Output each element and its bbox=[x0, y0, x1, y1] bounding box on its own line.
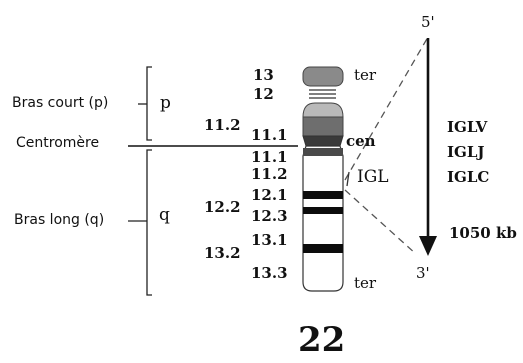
band-label-q12-3: 12.3 bbox=[251, 207, 288, 225]
band-label-q13-3: 13.3 bbox=[251, 264, 288, 282]
band-label-12: 12 bbox=[253, 85, 274, 103]
band-q12-3-dark bbox=[303, 207, 343, 214]
q-arm-symbol: q bbox=[159, 205, 170, 225]
centromere-marker-label: cen bbox=[346, 132, 376, 150]
five-prime-label: 5' bbox=[421, 13, 435, 31]
band-p11-2 bbox=[302, 102, 344, 118]
telomere-top-label: ter bbox=[354, 66, 377, 84]
band-label-q13-2: 13.2 bbox=[204, 244, 241, 262]
centromere-label: Centromère bbox=[16, 135, 100, 151]
q-arm-outline bbox=[302, 145, 344, 292]
band-label-q11-1: 11.1 bbox=[251, 148, 288, 166]
band-p13 bbox=[302, 66, 344, 87]
band-label-q12-1: 12.1 bbox=[251, 186, 288, 204]
band-q11-1 bbox=[303, 148, 343, 156]
band-label-q12-2: 12.2 bbox=[204, 198, 241, 216]
gene-segment-igl-v: IGLV bbox=[447, 118, 488, 136]
projection-bottom bbox=[344, 189, 417, 255]
band-label-q11-2: 11.2 bbox=[251, 165, 288, 183]
band-q12-2 bbox=[303, 191, 343, 199]
band-label-q13-1: 13.1 bbox=[251, 231, 288, 249]
long-arm-label: Bras long (q) bbox=[14, 212, 105, 228]
igl-locus-label: IGL bbox=[357, 167, 389, 187]
short-arm-label: Bras court (p) bbox=[12, 95, 109, 111]
centromere-constriction bbox=[302, 135, 344, 147]
igl-locus-tick bbox=[346, 171, 350, 187]
gene-segment-igl-j: IGLJ bbox=[447, 143, 485, 161]
chromosome-number: 22 bbox=[298, 320, 346, 360]
projection-top bbox=[344, 36, 429, 181]
orientation-arrowhead bbox=[419, 236, 437, 256]
gene-segment-igl-c: IGLC bbox=[447, 168, 490, 186]
band-q13-1-dark bbox=[303, 244, 343, 253]
p-arm-symbol: p bbox=[160, 93, 171, 113]
band-p12-stalk bbox=[309, 89, 336, 99]
band-label-p11-1: 11.1 bbox=[251, 126, 288, 144]
three-prime-label: 3' bbox=[416, 264, 430, 282]
short-arm-bracket bbox=[146, 66, 152, 141]
band-label-p11-2: 11.2 bbox=[204, 116, 241, 134]
locus-length-label: 1050 kb bbox=[449, 224, 517, 242]
band-label-13: 13 bbox=[253, 66, 274, 84]
long-arm-bracket bbox=[146, 149, 152, 296]
telomere-bottom-label: ter bbox=[354, 274, 377, 292]
band-p11-1 bbox=[302, 116, 344, 137]
